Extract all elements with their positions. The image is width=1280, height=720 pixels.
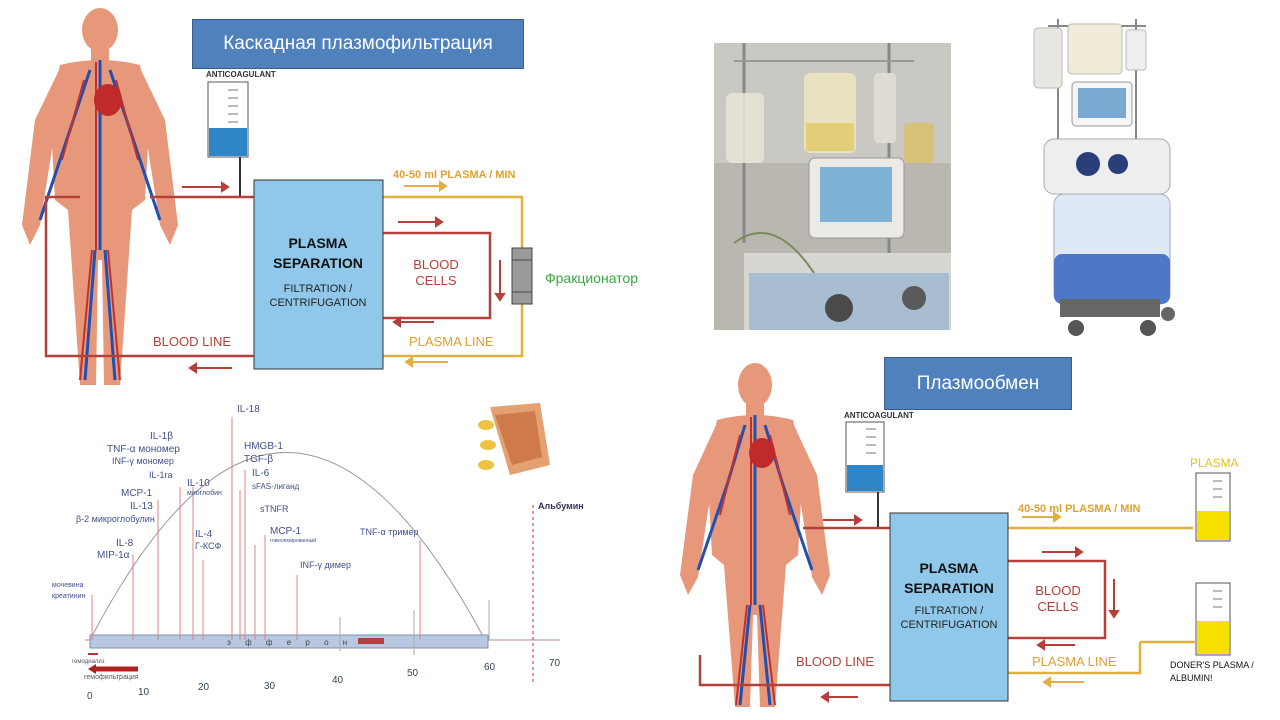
membrane-illustration [478, 403, 550, 475]
label-myoglobin: миоглобин [187, 489, 222, 497]
separator-title-2: SEPARATION [273, 255, 363, 271]
label-creatinine: креатинин [52, 593, 85, 600]
label-urea: мочевина [52, 582, 84, 589]
label-mcp1b: MCP-1 [270, 526, 302, 537]
cascade-diagram: ANTICOAGULANT PLASMA SEPARATION FILTRATI… [22, 8, 638, 385]
efferon-membrane-bar [89, 634, 489, 649]
label-il10: IL-10 [187, 478, 210, 489]
fractionator-column [511, 247, 533, 305]
label-il18: IL-18 [237, 404, 260, 415]
albumin-label: Альбумин [538, 501, 584, 511]
donor-plasma-bag [1140, 582, 1231, 656]
tick-10: 10 [138, 687, 150, 698]
efferon-marker [358, 638, 384, 644]
tick-40: 40 [332, 675, 344, 686]
title-cascade-plasmafiltration: Каскадная плазмофильтрация [192, 19, 524, 69]
plasma-separator-box [253, 179, 384, 370]
plasma-return-line-2 [1008, 642, 1142, 675]
separator-title-1: PLASMA [288, 235, 347, 251]
plasma-rate-label: 40-50 ml PLASMA / MIN [393, 169, 516, 181]
blood-cells-label-2: CELLS [415, 273, 457, 288]
axis-tick-labels: 0 10 20 30 40 50 60 70 [87, 658, 561, 702]
label-tnf-mono: TNF-α мономер [107, 444, 180, 455]
plasma-rate-label-2: 40-50 ml PLASMA / MIN [1018, 503, 1141, 515]
plasma-line-label-2: PLASMA LINE [1032, 654, 1117, 669]
donor-plasma-label-1: DONER'S PLASMA / [1170, 660, 1254, 670]
blood-line-label: BLOOD LINE [153, 334, 231, 349]
blood-cells-label-2-b: CELLS [1037, 599, 1079, 614]
label-il1ra: IL-1ra [149, 470, 173, 480]
plasma-return-line [383, 304, 524, 358]
blood-return-line-2 [698, 655, 890, 687]
hemofiltration-arrowhead [88, 664, 96, 674]
label-mip: MIP-1α [97, 550, 130, 561]
title-cascade-text: Каскадная плазмофильтрация [223, 33, 493, 54]
blood-return-line [44, 195, 254, 358]
separator-sub-1: FILTRATION / [284, 283, 354, 295]
label-b2: β-2 микроглобулин [76, 514, 155, 524]
label-il8: IL-8 [116, 538, 134, 549]
label-gcsf: Г-КСФ [195, 541, 222, 551]
title-exchange-text: Плазмообмен [916, 372, 1040, 394]
separator-sub-2-b: CENTRIFUGATION [901, 619, 998, 631]
distribution-curve [89, 452, 486, 641]
blood-cells-loop [383, 231, 492, 320]
label-tgf: TGF-β [244, 454, 273, 465]
hemodialysis-label: гемодиализ [72, 659, 105, 665]
molecule-markers [91, 417, 421, 640]
tick-60: 60 [484, 662, 496, 673]
donor-plasma-label-2: ALBUMIN! [1170, 673, 1213, 683]
plasma-bag-label: PLASMA [1190, 456, 1239, 470]
hemofiltration-label: гемофильтрация [84, 674, 139, 681]
label-il13: IL-13 [130, 501, 153, 512]
label-glyco: гликолизированный [270, 537, 316, 544]
molecular-spectrum-chart: э ф ф е р о н 0 10 20 30 40 50 60 70 гем… [52, 403, 584, 702]
anticoagulant-bag-2 [845, 421, 885, 528]
plasma-arrows-2 [1022, 511, 1084, 688]
plasma-arrows [404, 180, 448, 368]
plasma-exchange-diagram: ANTICOAGULANT PLASMA SEPARATION FILTRATI… [680, 363, 1254, 707]
fractionator-label: Фракционатор [545, 270, 638, 286]
anticoagulant-label: ANTICOAGULANT [206, 70, 276, 79]
axis-gridlines [339, 600, 490, 655]
blood-cells-label-1: BLOOD [413, 257, 459, 272]
label-tnft: TNF-α тример [360, 527, 419, 537]
label-il6: IL-6 [252, 468, 270, 479]
anticoagulant-label-2: ANTICOAGULANT [844, 411, 914, 420]
plasma-collection-bag [1195, 472, 1231, 542]
blood-cells-label-1-b: BLOOD [1035, 583, 1081, 598]
plasma-separator-box-2 [889, 512, 1009, 702]
label-hmgb: HMGB-1 [244, 441, 283, 452]
optia-machine-photo [1018, 14, 1178, 340]
plasma-outflow-line [383, 195, 524, 248]
efferon-label: э ф ф е р о н [227, 638, 353, 647]
flow-arrows-2 [820, 514, 1120, 703]
blood-line-label-2: BLOOD LINE [796, 654, 874, 669]
tick-0: 0 [87, 691, 93, 702]
separator-sub-2: CENTRIFUGATION [270, 297, 367, 309]
tick-20: 20 [198, 682, 210, 693]
anticoagulant-bag [207, 81, 249, 197]
tick-50: 50 [407, 668, 419, 679]
label-stnfr: sTNFR [260, 504, 289, 514]
title-plasma-exchange: Плазмообмен [884, 357, 1072, 410]
blood-cells-loop-2 [1008, 559, 1107, 640]
apheresis-machine-photo-1 [714, 43, 951, 330]
label-mcp1: MCP-1 [121, 488, 153, 499]
separator-sub-1-b: FILTRATION / [915, 605, 985, 617]
human-body-figure [22, 8, 178, 385]
label-infd: INF-γ димер [300, 560, 351, 570]
label-il1b: IL-1β [150, 431, 173, 442]
label-sfas: sFAS-лиганд [252, 482, 300, 491]
tick-70: 70 [549, 658, 561, 669]
molecule-labels: IL-18 IL-1β TNF-α мономер INF-γ мономер … [52, 404, 419, 600]
flow-arrows [182, 181, 506, 374]
separator-title-2-b: SEPARATION [904, 580, 994, 596]
label-inf-mono: INF-γ мономер [112, 456, 174, 466]
human-body-figure-2 [680, 363, 830, 707]
tick-30: 30 [264, 681, 276, 692]
plasma-line-label: PLASMA LINE [409, 334, 494, 349]
separator-title-1-b: PLASMA [919, 560, 978, 576]
label-il4: IL-4 [195, 529, 213, 540]
